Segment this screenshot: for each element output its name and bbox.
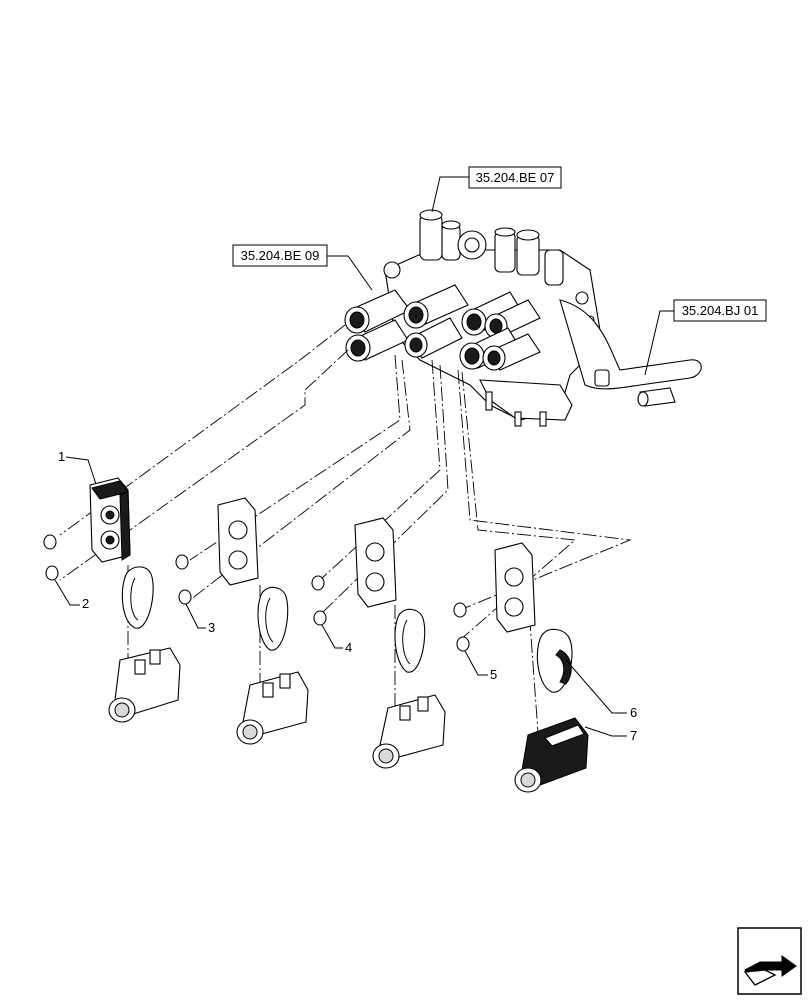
callouts: 1 2 3 4 5 6 7	[54, 449, 637, 743]
reference-box-bj01[interactable]: 35.204.BJ 01	[673, 299, 767, 322]
valve-section-2	[175, 497, 309, 745]
valve-block-assembly	[344, 209, 702, 427]
leader-be07	[431, 176, 469, 213]
callout-2: 2	[82, 596, 89, 611]
callout-4: 4	[345, 640, 352, 655]
valve-section-4	[453, 542, 589, 793]
reference-label-bj01[interactable]: 35.204.BJ 01	[682, 303, 759, 318]
reference-box-be07[interactable]: 35.204.BE 07	[468, 166, 562, 189]
callout-7: 7	[630, 728, 637, 743]
valve-section-3	[311, 517, 446, 769]
reference-label-be09[interactable]: 35.204.BE 09	[241, 248, 320, 263]
leader-be09	[327, 255, 373, 291]
callout-5: 5	[490, 667, 497, 682]
coupler-row-upper	[344, 284, 541, 339]
next-page-arrow-icon[interactable]	[737, 927, 802, 995]
leader-bj01	[644, 310, 674, 376]
coupler-row-lower	[345, 317, 541, 371]
reference-box-be09[interactable]: 35.204.BE 09	[232, 244, 328, 267]
callout-1: 1	[58, 449, 65, 464]
reference-label-be07[interactable]: 35.204.BE 07	[476, 170, 555, 185]
callout-3: 3	[208, 620, 215, 635]
callout-6: 6	[630, 705, 637, 720]
valve-section-1	[43, 477, 181, 723]
